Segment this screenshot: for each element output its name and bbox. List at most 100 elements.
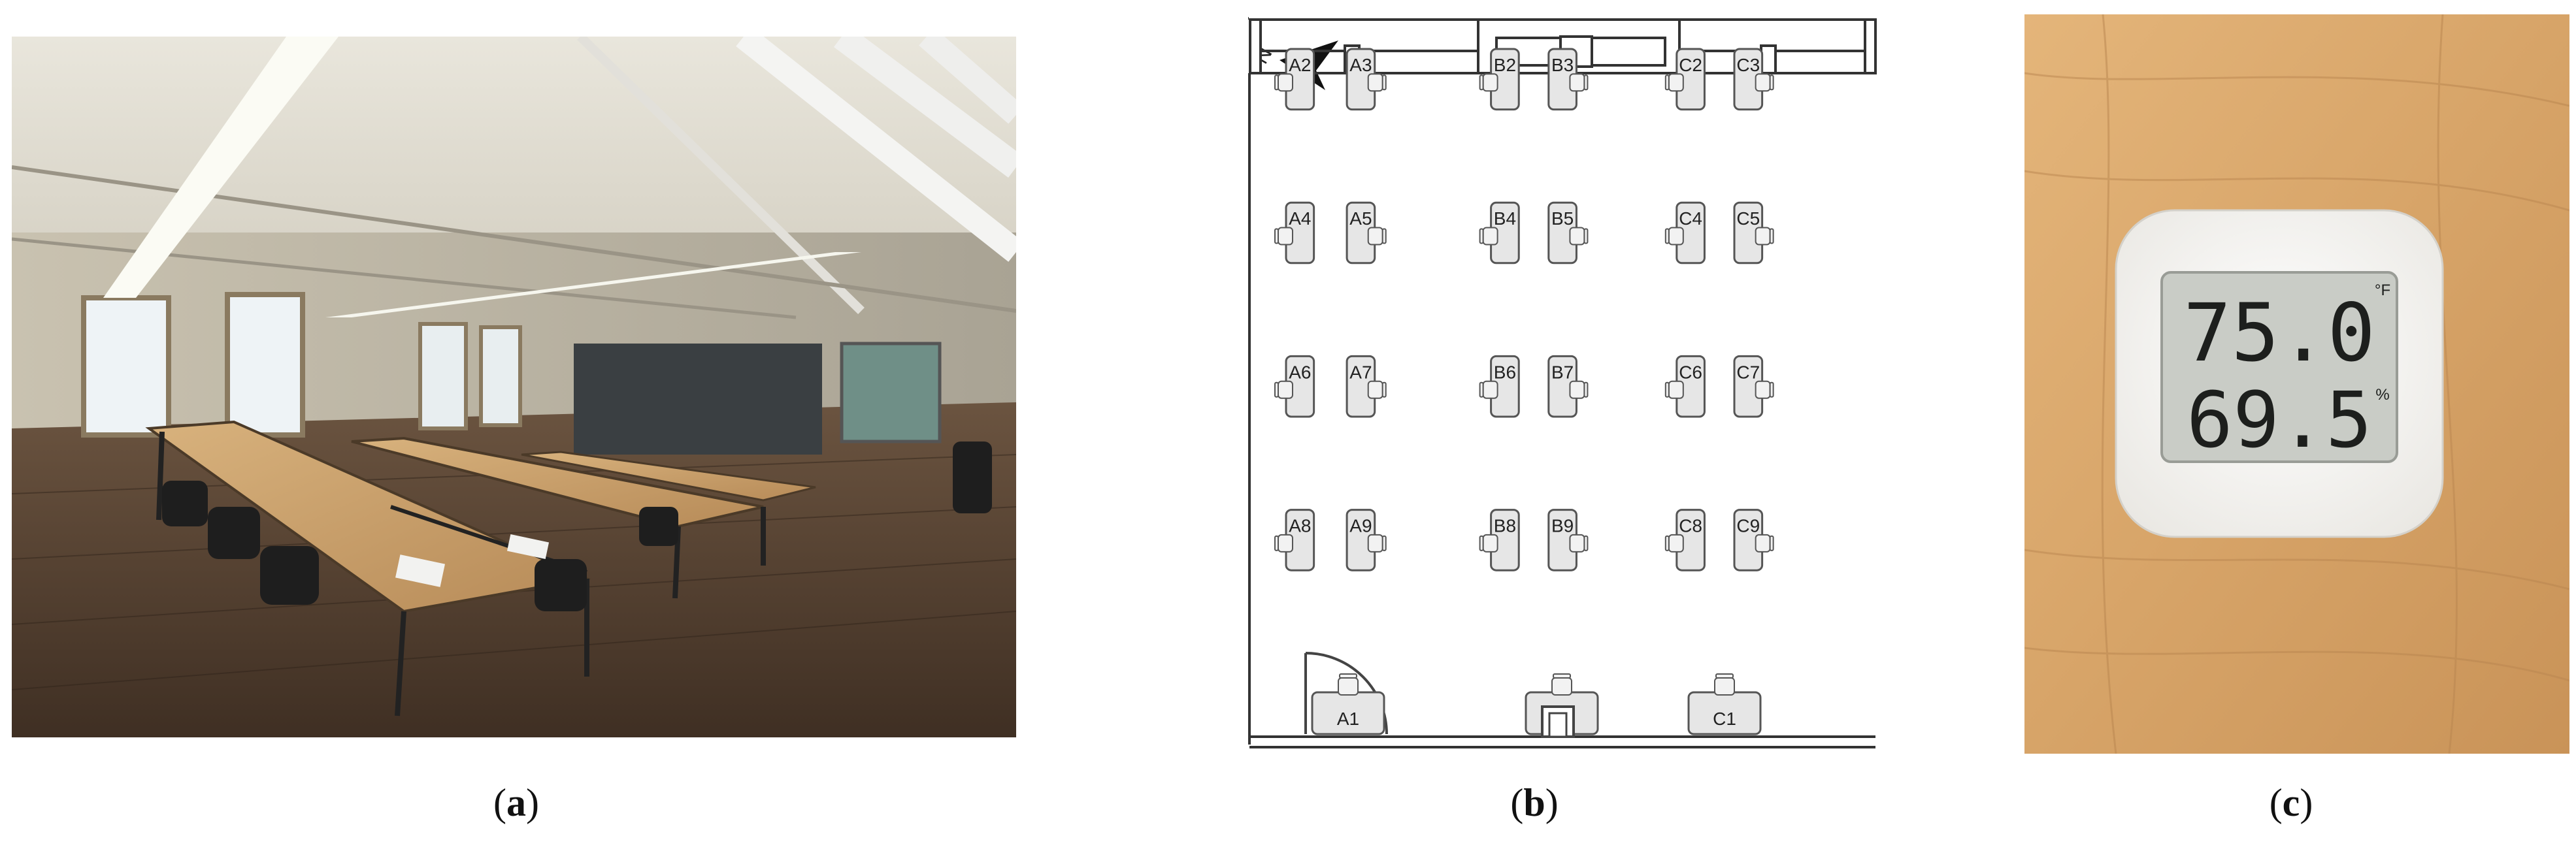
desk-b8: B8 [1479, 509, 1520, 571]
chair [1338, 673, 1359, 696]
bottom-wall [1249, 735, 1875, 748]
desk-c4: C4 [1664, 201, 1706, 265]
chair [1569, 73, 1589, 92]
chair [1367, 380, 1387, 399]
desk-label: A7 [1349, 362, 1372, 382]
desk-a3: A3 [1346, 48, 1387, 111]
chair [1664, 534, 1684, 553]
chair [1569, 534, 1589, 553]
caption-a: (a) [493, 781, 539, 824]
desk-label: A8 [1289, 516, 1311, 536]
chair [1755, 227, 1774, 246]
desk-a2: A2 [1274, 48, 1315, 111]
chair [1274, 73, 1293, 92]
chair [1367, 227, 1387, 246]
desk-label: B6 [1494, 362, 1516, 382]
chair [1664, 227, 1684, 246]
desk-c7: C7 [1733, 355, 1774, 418]
wood-grain [2024, 14, 2569, 754]
desk-c1: C1 [1687, 673, 1762, 735]
temperature-unit: °F [2375, 281, 2390, 299]
desk-a8: A8 [1274, 509, 1315, 571]
humidity-unit: % [2375, 386, 2389, 404]
chair [1274, 380, 1293, 399]
chair [1569, 380, 1589, 399]
desk-label: C2 [1679, 55, 1702, 75]
caption-b: (b) [1510, 781, 1559, 824]
chair [1367, 73, 1387, 92]
desk-b5: B5 [1547, 201, 1589, 265]
desk-label: A3 [1349, 55, 1372, 75]
chair [1755, 73, 1774, 92]
desk-label: B5 [1551, 208, 1574, 229]
desk-label: A6 [1289, 362, 1311, 382]
desk-b2: B2 [1479, 48, 1520, 111]
classroom-photo [12, 37, 1016, 737]
desk-label: B3 [1551, 55, 1574, 75]
desk-c6: C6 [1664, 355, 1706, 418]
chair [1367, 534, 1387, 553]
temperature-reading: 75.0 [2183, 287, 2375, 379]
chair [1755, 534, 1774, 553]
electrical-box-inner [1548, 712, 1568, 738]
desk-label: B8 [1494, 516, 1516, 536]
desk-label: C6 [1679, 362, 1702, 382]
desk-a9: A9 [1346, 509, 1387, 571]
desk-label: C3 [1736, 55, 1760, 75]
chair [1479, 227, 1498, 246]
desk-label: C5 [1736, 208, 1760, 229]
chair [1664, 73, 1684, 92]
ceiling-pipes [12, 37, 1016, 319]
desk-c3: C3 [1733, 48, 1774, 111]
chair [1551, 673, 1572, 696]
papers [395, 534, 550, 587]
desk-b3: B3 [1547, 48, 1589, 111]
desk-label: C8 [1679, 516, 1702, 536]
desk-a6: A6 [1274, 355, 1315, 418]
chair [1755, 380, 1774, 399]
bottom-desk-layer: A1B1C1 [1311, 673, 1762, 735]
desk-c2: C2 [1664, 48, 1706, 111]
chair [1479, 73, 1498, 92]
desk-label: A9 [1349, 516, 1372, 536]
desk-label: B4 [1494, 208, 1516, 229]
desk-c5: C5 [1733, 201, 1774, 265]
desk-b7: B7 [1547, 355, 1589, 418]
desk-label: B9 [1551, 516, 1574, 536]
desk-label: C4 [1679, 208, 1702, 229]
desk-label: C9 [1736, 516, 1760, 536]
desk-a7: A7 [1346, 355, 1387, 418]
chair [1714, 673, 1735, 696]
desk-b9: B9 [1547, 509, 1589, 571]
light-fixtures [103, 37, 861, 317]
desk-b6: B6 [1479, 355, 1520, 418]
chair [1274, 534, 1293, 553]
desk-label: A5 [1349, 208, 1372, 229]
desk-label: B7 [1551, 362, 1574, 382]
humidity-reading: 69.5 [2187, 375, 2372, 465]
chair [1569, 227, 1589, 246]
desk-label: C7 [1736, 362, 1760, 382]
desk-a4: A4 [1274, 201, 1315, 265]
thermometer-photo: 75.0 °F 69.5 % [2024, 14, 2569, 754]
caption-c: (c) [2269, 781, 2313, 824]
desk-label: A1 [1337, 709, 1359, 729]
windows [81, 292, 942, 455]
desk-c8: C8 [1664, 509, 1706, 571]
desk-a5: A5 [1346, 201, 1387, 265]
desk-label: A4 [1289, 208, 1311, 229]
desk-b4: B4 [1479, 201, 1520, 265]
chairs [162, 442, 992, 611]
desk-label: A2 [1289, 55, 1311, 75]
desk-c9: C9 [1733, 509, 1774, 571]
chair [1274, 227, 1293, 246]
desk-label: B2 [1494, 55, 1516, 75]
chair [1664, 380, 1684, 399]
desk-a1: A1 [1311, 673, 1385, 735]
lcd-screen [2160, 271, 2398, 463]
chair [1479, 380, 1498, 399]
chair [1479, 534, 1498, 553]
desk-label: C1 [1713, 709, 1736, 729]
